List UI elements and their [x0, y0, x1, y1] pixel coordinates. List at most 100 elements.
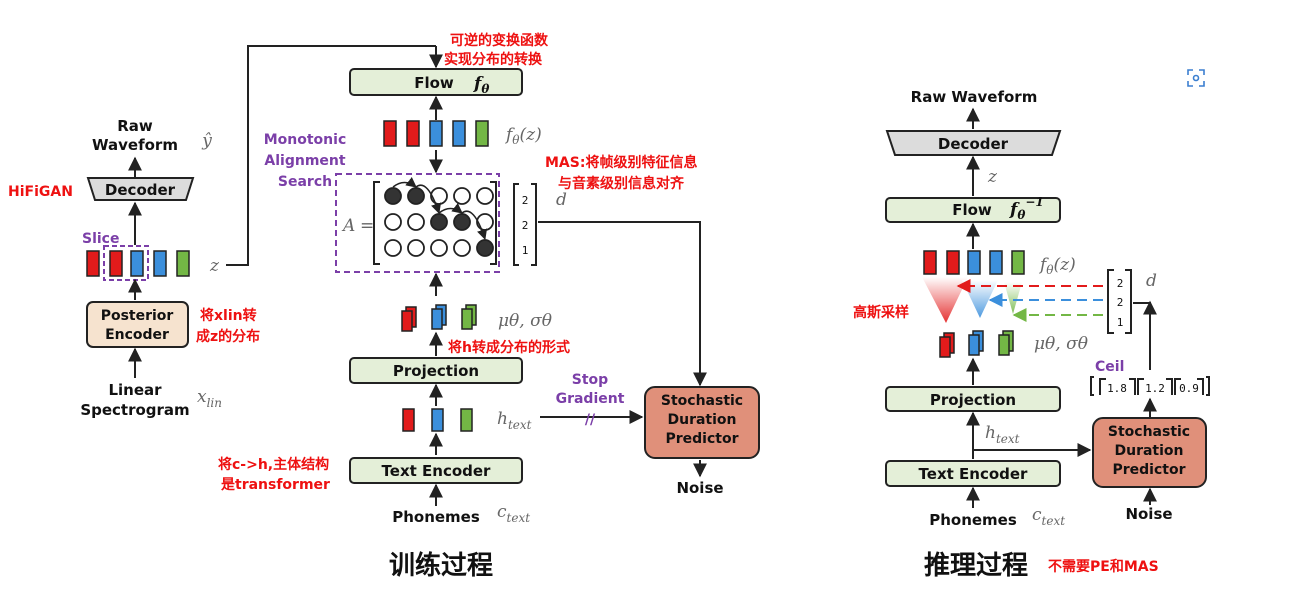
fz-vec-blue-2 [452, 120, 466, 147]
d-value-2: 2 [522, 219, 529, 232]
text-encoder-block [349, 457, 523, 484]
alignment-path-arrow [415, 184, 442, 214]
flow-label: Flow [414, 74, 454, 92]
text-encoder-label: Text Encoder [382, 462, 492, 480]
d-bracket-left [513, 183, 519, 266]
flow-block-inf [885, 197, 1061, 223]
mas-note-line2: 与音素级别信息对齐 [558, 175, 685, 192]
mas-label-line1: Monotonic [264, 132, 347, 148]
d-symbol-inf: d [1146, 271, 1157, 291]
fz-vec-red-2 [406, 120, 420, 147]
sdp-train-line3: Predictor [666, 431, 739, 447]
inf-vec-red-1 [923, 250, 937, 275]
fz-vec-blue-1 [429, 120, 443, 147]
posterior-encoder-line2: Encoder [105, 327, 169, 343]
h-vec-blue [431, 408, 444, 432]
flow-f-inverse: fθ−1 [1009, 195, 1044, 222]
posterior-encoder-line1: Posterior [101, 308, 174, 324]
alignment-cell-empty [476, 187, 494, 205]
h-vec-red [402, 408, 415, 432]
decoder-label-inf: Decoder [938, 135, 1009, 153]
x-lin-symbol: xlin [197, 387, 222, 410]
alignment-cell-empty [476, 213, 494, 231]
alignment-cell-empty [430, 239, 448, 257]
raw-waveform-line2: Waveform [92, 136, 178, 154]
mu-sigma-vectors [401, 304, 477, 332]
inf-vec-blue-1 [967, 250, 981, 275]
A-symbol: A [341, 216, 355, 236]
d-inf-value-1: 2 [1117, 277, 1124, 290]
vec-blue-1 [130, 250, 144, 277]
d-bracket-left-inf [1107, 269, 1114, 334]
mas-label-line2: Alignment [264, 153, 345, 169]
encoder-note-line2: 是transformer [221, 477, 330, 493]
ceil-label: Ceil [1095, 359, 1124, 375]
alignment-cell-filled [407, 187, 425, 205]
fz-vec-green-1 [475, 120, 489, 147]
h-text-label: htext [497, 409, 532, 432]
d-value-3: 1 [522, 244, 529, 257]
raw-waveform-line1: Raw [117, 117, 153, 135]
alignment-cell-empty [384, 213, 402, 231]
flow-label-inf: Flow [952, 201, 992, 219]
encoder-note-line1: 将c->h,主体结构 [218, 456, 329, 473]
flow-note-line1: 可逆的变换函数 [450, 32, 549, 49]
training-caption: 训练过程 [389, 550, 493, 581]
projection-block [349, 357, 523, 384]
ceil-value-3: 0.9 [1179, 382, 1199, 395]
vec-red-1 [86, 250, 100, 277]
alignment-cell-filled [476, 239, 494, 257]
f-theta-z-label: fθ(z) [504, 125, 542, 147]
inference-caption-note: 不需要PE和MAS [1048, 558, 1159, 575]
projection-label: Projection [393, 362, 479, 380]
alignment-cell-empty [384, 239, 402, 257]
c-text-inf: ctext [1032, 505, 1065, 528]
alignment-cell-filled [430, 213, 448, 231]
d-inf-value-3: 1 [1117, 316, 1124, 329]
vec-green-1 [176, 250, 190, 277]
linear-spectrogram-line2: Spectrogram [80, 401, 189, 419]
linear-spectrogram-line1: Linear [108, 381, 162, 399]
flow-f-theta: fθ [473, 74, 489, 96]
vec-red-2 [109, 250, 123, 277]
ceil-value-1: 1.8 [1107, 382, 1127, 395]
inf-vec-red-2 [946, 250, 960, 275]
d-bracket-right [531, 183, 537, 266]
gauss-cone-red [922, 277, 968, 323]
raw-waveform-inf: Raw Waveform [911, 88, 1038, 106]
phonemes-train: Phonemes [392, 508, 480, 526]
gauss-cone-green [1004, 282, 1022, 314]
d-inf-value-2: 2 [1117, 296, 1124, 309]
flow-note-line2: 实现分布的转换 [444, 51, 543, 68]
inf-vec-green-1 [1011, 250, 1025, 275]
training-panel: Raw Waveform ŷ Decoder HiFiGAN Slice z P… [8, 32, 760, 581]
alignment-path-arrow [461, 210, 488, 240]
alignment-cell-empty [453, 187, 471, 205]
sdp-block-train [644, 386, 760, 459]
gauss-cone-blue [962, 280, 998, 318]
sdp-train-line2: Duration [667, 412, 736, 428]
alignment-cell-filled [453, 213, 471, 231]
equals-sign: = [360, 216, 374, 236]
hifigan-note: HiFiGAN [8, 184, 73, 200]
mu-sigma-inf: μθ, σθ [1034, 334, 1088, 354]
ceil-values: 1.8 1.2 0.9 [1090, 376, 1210, 396]
scan-icon[interactable] [1187, 69, 1205, 87]
z-symbol: z [209, 256, 220, 276]
mas-note-line1: MAS:将帧级别特征信息 [545, 154, 697, 171]
projection-note: 将h转成分布的形式 [448, 339, 570, 356]
fz-vec-red-1 [383, 120, 397, 147]
alignment-matrix [384, 177, 494, 257]
y-hat-symbol: ŷ [201, 131, 212, 151]
alignment-cell-empty [430, 187, 448, 205]
h-text-inf: htext [985, 423, 1020, 446]
posterior-note-line2: 成z的分布 [196, 328, 260, 345]
inference-caption: 推理过程 [924, 551, 1028, 581]
sdp-inf-line1: Stochastic [1108, 424, 1190, 440]
mas-box [335, 173, 500, 273]
d-symbol: d [556, 190, 567, 210]
posterior-encoder-block [86, 301, 189, 348]
alignment-cell-empty [407, 213, 425, 231]
f-theta-z-inf: fθ(z) [1038, 255, 1076, 277]
